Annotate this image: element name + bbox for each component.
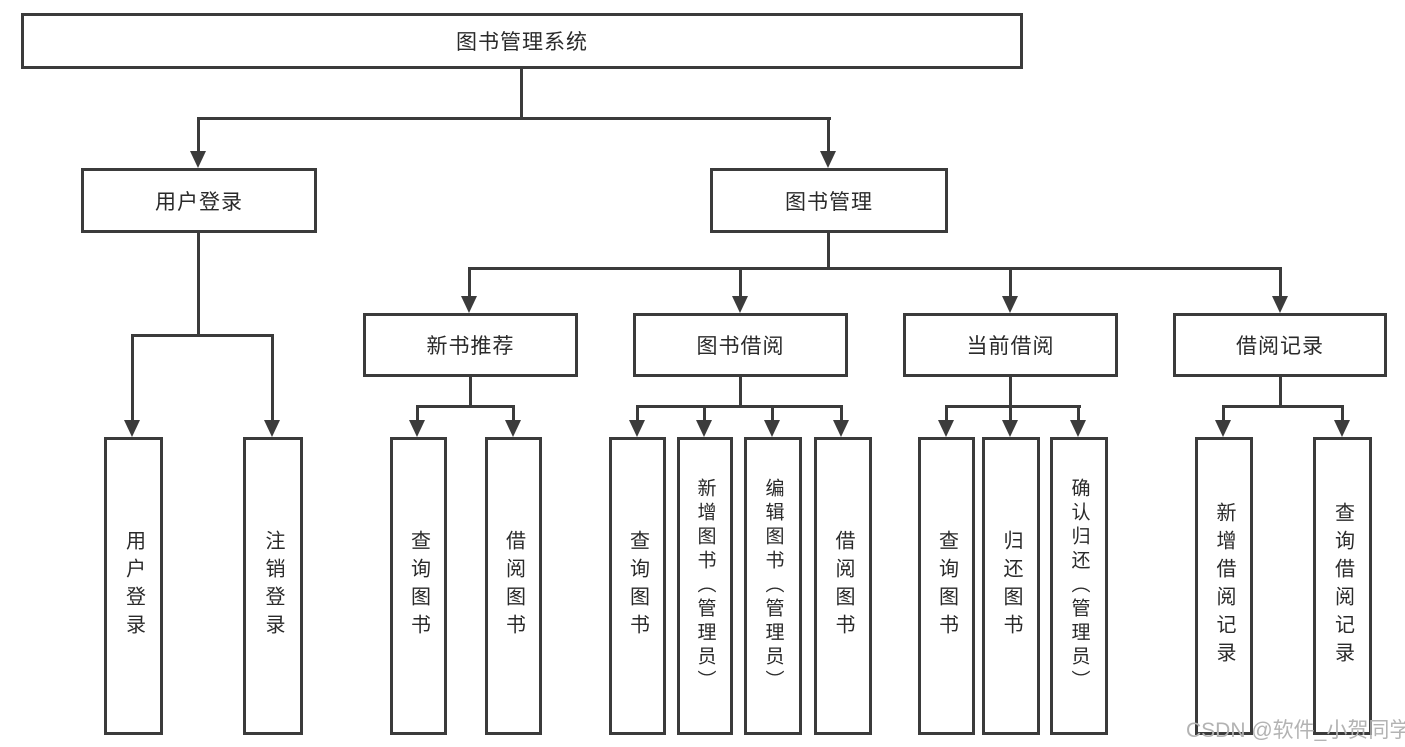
leaf-cb-query-books: 查询图书	[918, 437, 975, 735]
arrowhead-icon	[1334, 420, 1350, 437]
arrowhead-icon	[124, 420, 140, 437]
connector-line	[1222, 405, 1344, 408]
connector-line	[1009, 377, 1012, 408]
node-library-system: 图书管理系统	[21, 13, 1023, 69]
connector-line	[1009, 405, 1012, 420]
connector-line	[1279, 267, 1282, 296]
connector-line	[197, 233, 200, 337]
arrowhead-icon	[1002, 420, 1018, 437]
connector-line	[416, 405, 515, 408]
connector-line	[636, 405, 639, 420]
connector-line	[739, 377, 742, 408]
leaf-br-query-record: 查询借阅记录	[1313, 437, 1372, 735]
leaf-cb-return-books: 归还图书	[982, 437, 1040, 735]
connector-line	[131, 334, 134, 420]
arrowhead-icon	[505, 420, 521, 437]
connector-line	[271, 334, 274, 420]
connector-line	[827, 233, 830, 270]
connector-line	[739, 267, 742, 296]
node-user-login: 用户登录	[81, 168, 317, 233]
connector-line	[771, 405, 774, 420]
leaf-cb-confirm-return-admin: 确认归还（管理员）	[1050, 437, 1108, 735]
connector-line	[197, 117, 200, 151]
arrowhead-icon	[938, 420, 954, 437]
arrowhead-icon	[461, 296, 477, 313]
leaf-nb-borrow-books: 借阅图书	[485, 437, 542, 735]
connector-line	[1077, 405, 1080, 420]
leaf-br-add-record: 新增借阅记录	[1195, 437, 1253, 735]
arrowhead-icon	[264, 420, 280, 437]
connector-line	[840, 405, 843, 420]
arrowhead-icon	[1272, 296, 1288, 313]
connector-line	[1341, 405, 1344, 420]
leaf-logout: 注销登录	[243, 437, 303, 735]
arrowhead-icon	[1002, 296, 1018, 313]
arrowhead-icon	[1070, 420, 1086, 437]
connector-line	[468, 267, 1282, 270]
connector-line	[1009, 267, 1012, 296]
arrowhead-icon	[732, 296, 748, 313]
connector-line	[469, 377, 472, 408]
connector-line	[520, 69, 523, 119]
arrowhead-icon	[190, 151, 206, 168]
connector-line	[416, 405, 419, 420]
connector-line	[636, 405, 843, 408]
arrowhead-icon	[696, 420, 712, 437]
leaf-nb-query-books: 查询图书	[390, 437, 447, 735]
leaf-bb-borrow-books: 借阅图书	[814, 437, 872, 735]
connector-line	[703, 405, 706, 420]
node-borrowing-records: 借阅记录	[1173, 313, 1387, 377]
leaf-bb-edit-books-admin: 编辑图书（管理员）	[744, 437, 802, 735]
leaf-bb-query-books: 查询图书	[609, 437, 666, 735]
leaf-bb-add-books-admin: 新增图书（管理员）	[677, 437, 733, 735]
arrowhead-icon	[1215, 420, 1231, 437]
csdn-watermark: CSDN @软件_小贺同学	[1186, 719, 1405, 742]
leaf-user-login: 用户登录	[104, 437, 163, 735]
node-new-book-recommend: 新书推荐	[363, 313, 578, 377]
node-book-borrowing: 图书借阅	[633, 313, 848, 377]
connector-line	[468, 267, 471, 296]
connector-line	[827, 117, 830, 151]
connector-line	[512, 405, 515, 420]
arrowhead-icon	[820, 151, 836, 168]
connector-line	[1279, 377, 1282, 408]
arrowhead-icon	[629, 420, 645, 437]
node-book-management: 图书管理	[710, 168, 948, 233]
connector-line	[131, 334, 274, 337]
connector-line	[945, 405, 948, 420]
arrowhead-icon	[409, 420, 425, 437]
arrowhead-icon	[833, 420, 849, 437]
node-current-borrowing: 当前借阅	[903, 313, 1118, 377]
connector-line	[945, 405, 1081, 408]
connector-line	[197, 117, 831, 120]
connector-line	[1222, 405, 1225, 420]
arrowhead-icon	[764, 420, 780, 437]
